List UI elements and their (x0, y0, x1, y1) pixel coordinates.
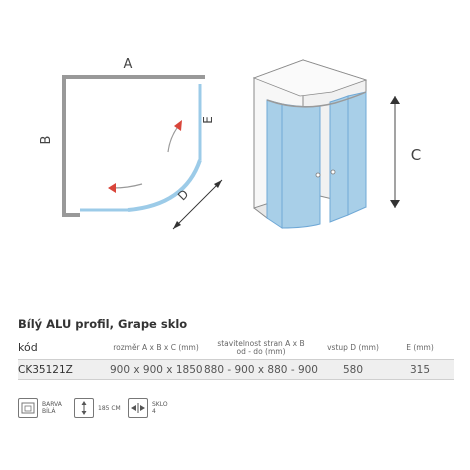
feature-height-text: 185 CM (98, 405, 121, 412)
perspective-view: C (252, 59, 421, 229)
glass-fixed-left (266, 99, 283, 229)
door-handle-icon (315, 172, 321, 178)
label-e: E (201, 116, 215, 124)
label-b: B (39, 136, 54, 145)
arrow-icon (112, 183, 143, 189)
feature-color-line1: BARVA (42, 401, 62, 408)
dimension-d-arrow-top (214, 180, 222, 188)
feature-glass-text: SKLO 4 (152, 401, 168, 415)
glass-door-left (281, 103, 321, 229)
table-row: CK35121Z 900 x 900 x 1850 880 - 900 x 88… (18, 359, 454, 380)
arrow-head-icon (108, 183, 116, 193)
arrow-head-icon (174, 120, 182, 131)
plan-view: A B E D (39, 57, 223, 230)
dimension-c-arrow-top (390, 96, 400, 104)
header-adjust-line1: stavitelnost stran A x B (217, 339, 305, 348)
frame-color-icon (18, 398, 38, 418)
glass-door-right (329, 95, 349, 223)
plan-curved-doors (127, 159, 202, 212)
header-adjust-line2: od - do (mm) (236, 347, 286, 356)
feature-color-line2: BÍLÁ (42, 408, 56, 415)
dimension-c-arrow-bottom (390, 200, 400, 208)
plan-wall-outline (62, 75, 205, 217)
cell-e: 315 (386, 359, 454, 380)
header-adjust: stavitelnost stran A x B od - do (mm) (202, 337, 320, 360)
top-face (252, 59, 368, 97)
feature-glass-line1: SKLO (152, 401, 168, 408)
glass-thickness-icon (128, 398, 148, 418)
feature-glass-line2: 4 (152, 408, 156, 415)
header-dims: rozměr A x B x C (mm) (113, 343, 199, 352)
table-header-row: kód rozměr A x B x C (mm) stavitelnost s… (18, 337, 454, 360)
cell-entry: 580 (320, 359, 386, 380)
cell-dims: 900 x 900 x 1850 (110, 359, 203, 380)
top-profile (266, 91, 367, 108)
height-icon (74, 398, 94, 418)
feature-icons: BARVA BÍLÁ 185 CM SKLO 4 (18, 396, 218, 420)
label-d: D (175, 187, 191, 203)
label-a: A (124, 57, 133, 72)
cell-adjust: 880 - 900 x 880 - 900 (202, 359, 320, 380)
dimension-d-line (172, 179, 223, 230)
header-entry: vstup D (mm) (327, 343, 379, 352)
label-c: C (411, 146, 421, 164)
feature-color-text: BARVA BÍLÁ (42, 401, 62, 415)
glass-fixed-right (347, 91, 367, 216)
door-handle-icon (330, 169, 336, 175)
product-title: Bílý ALU profil, Grape sklo (18, 317, 188, 331)
header-e: E (mm) (406, 343, 434, 352)
header-code: kód (18, 341, 38, 354)
technical-drawings: A B E D C (39, 57, 421, 230)
cell-code: CK35121Z (18, 359, 110, 380)
dimension-d-arrow-bottom (173, 221, 181, 229)
spec-table: kód rozměr A x B x C (mm) stavitelnost s… (18, 337, 454, 380)
